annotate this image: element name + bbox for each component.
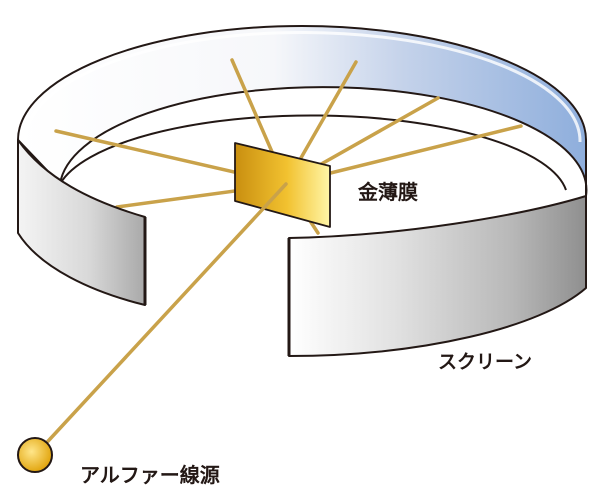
- screen-label: スクリーン: [438, 351, 533, 373]
- gold-foil-icon: [234, 142, 331, 228]
- screen-rim: [23, 30, 582, 143]
- incident-ray: [36, 182, 288, 454]
- alpha-source-label: アルファー線源: [80, 463, 220, 487]
- screen-floor-edge: [59, 114, 567, 191]
- screen-inner-wall: [17, 25, 588, 197]
- alpha-source-icon: [17, 437, 53, 473]
- screen-outer-wall-left: [17, 139, 146, 306]
- screen-outer-wall-right: [288, 195, 587, 357]
- gold-foil-label: 金薄膜: [358, 180, 418, 204]
